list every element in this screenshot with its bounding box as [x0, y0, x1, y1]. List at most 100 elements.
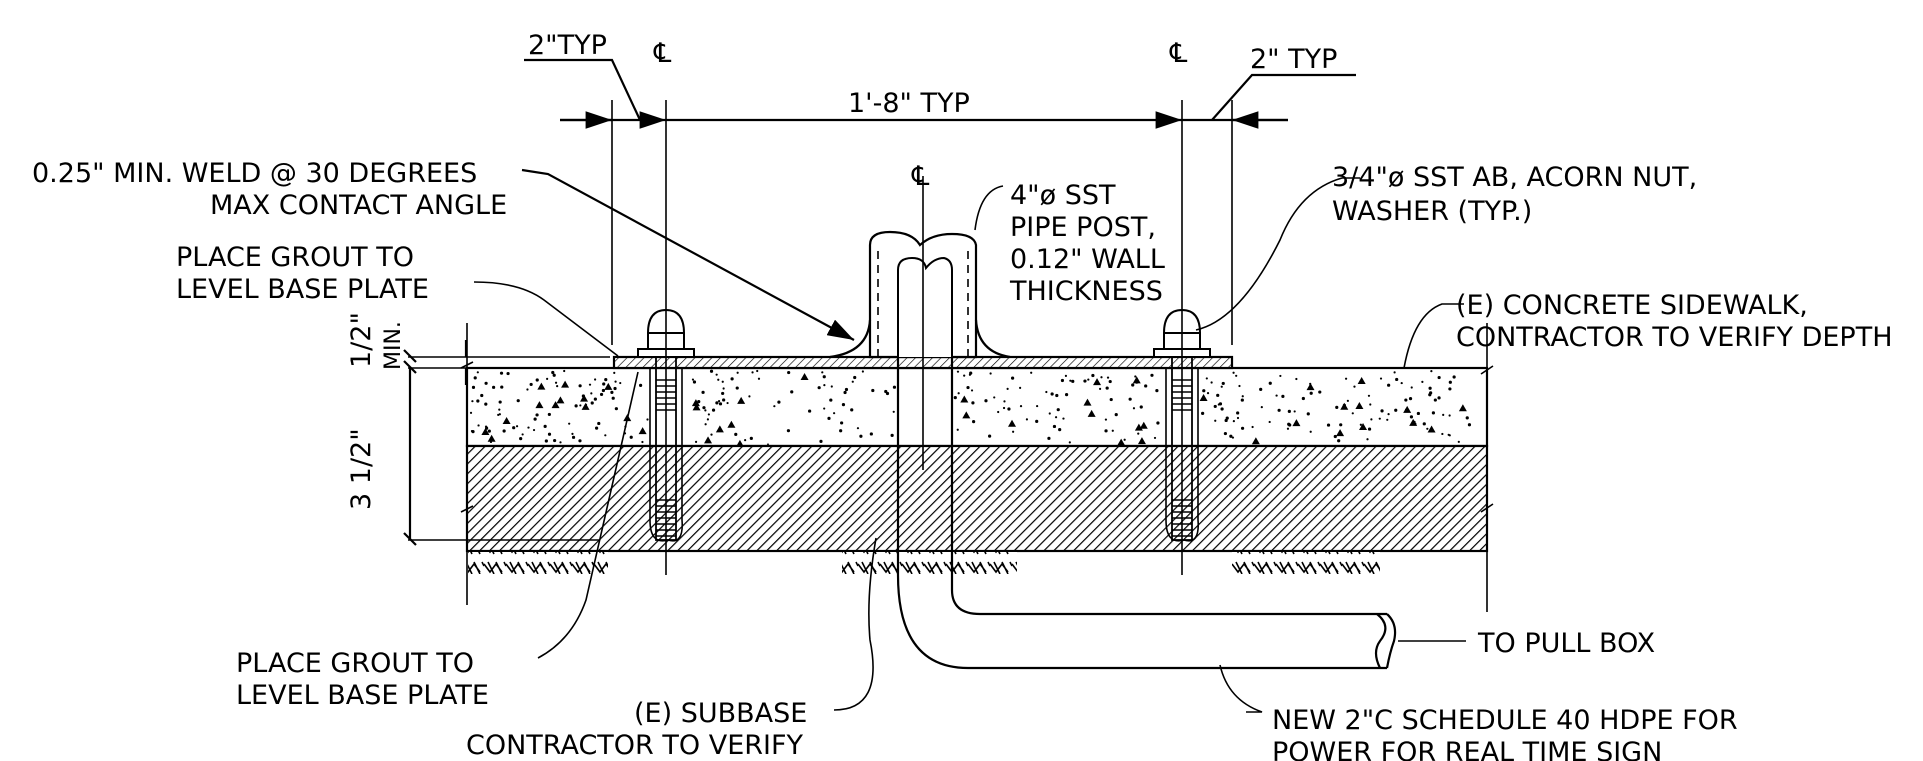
concrete-stipple-mark	[604, 382, 613, 390]
concrete-stipple-mark	[1410, 386, 1413, 389]
concrete-stipple-mark	[610, 390, 614, 394]
concrete-stipple-mark	[1448, 387, 1452, 391]
concrete-stipple-mark	[1395, 377, 1399, 382]
concrete-stipple-mark	[1309, 391, 1313, 395]
concrete-stipple-mark	[808, 409, 812, 413]
concrete-stipple-mark	[485, 426, 489, 430]
concrete-stipple-mark	[1047, 436, 1051, 440]
concrete-stipple-mark	[1357, 376, 1366, 384]
concrete-stipple-mark	[1437, 375, 1441, 380]
concrete-stipple-mark	[1241, 395, 1244, 398]
concrete-stipple-mark	[1287, 409, 1291, 413]
concrete-stipple-mark	[476, 399, 480, 403]
concrete-stipple-mark	[1231, 436, 1235, 439]
concrete-stipple-mark	[722, 398, 726, 402]
sidewalk-note-line-2: CONTRACTOR TO VERIFY DEPTH	[1456, 322, 1893, 353]
concrete-stipple-mark	[715, 401, 719, 405]
concrete-stipple-mark	[1251, 425, 1254, 429]
concrete-stipple-mark	[841, 403, 846, 407]
concrete-stipple-mark	[721, 380, 724, 383]
concrete-stipple-mark	[1404, 408, 1409, 412]
concrete-stipple-mark	[1409, 415, 1414, 419]
concrete-stipple-mark	[1251, 437, 1260, 445]
concrete-stipple-mark	[1007, 407, 1011, 411]
concrete-stipple-mark	[529, 382, 533, 387]
concrete-stipple-mark	[561, 380, 570, 388]
concrete-stipple-mark	[1426, 427, 1429, 430]
concrete-stipple-mark	[1437, 396, 1441, 400]
concrete-stipple-mark	[1111, 429, 1114, 432]
concrete-stipple-mark	[1378, 417, 1381, 420]
concrete-stipple-mark	[469, 411, 473, 414]
concrete-stipple-mark	[498, 408, 501, 411]
concrete-stipple-mark	[1387, 383, 1391, 387]
concrete-stipple-mark	[492, 385, 496, 389]
soil-band-left	[468, 552, 608, 574]
concrete-stipple-mark	[1353, 385, 1356, 388]
concrete-stipple-mark	[1379, 377, 1383, 380]
concrete-stipple-mark	[1370, 418, 1373, 421]
concrete-stipple-mark	[1380, 409, 1384, 413]
concrete-stipple-mark	[722, 387, 725, 390]
concrete-stipple-mark	[1002, 406, 1006, 410]
concrete-stipple-mark	[1221, 381, 1225, 386]
concrete-stipple-mark	[1048, 412, 1051, 415]
concrete-stipple-mark	[1104, 418, 1108, 421]
concrete-stipple-mark	[1128, 397, 1132, 401]
concrete-stipple-mark	[1259, 387, 1263, 391]
concrete-stipple-mark	[1123, 438, 1126, 441]
concrete-stipple-mark	[521, 433, 524, 436]
concrete-stipple-mark	[715, 373, 718, 376]
concrete-stipple-mark	[588, 383, 592, 386]
concrete-stipple-mark	[553, 438, 557, 443]
grout-top-note-line-2: LEVEL BASE PLATE	[176, 274, 429, 305]
concrete-stipple-mark	[727, 420, 736, 428]
concrete-stipple-mark	[1139, 405, 1143, 409]
concrete-stipple-mark	[1442, 413, 1445, 416]
concrete-stipple-mark	[892, 410, 895, 413]
concrete-stipple-mark	[1326, 423, 1331, 427]
concrete-stipple-mark	[581, 402, 590, 410]
concrete-stipple-mark	[646, 418, 649, 421]
concrete-stipple-mark	[1205, 377, 1208, 380]
concrete-stipple-mark	[744, 439, 747, 442]
concrete-stipple-mark	[638, 427, 647, 435]
conduit-note-line-2: POWER FOR REAL TIME SIGN	[1272, 737, 1662, 761]
concrete-stipple-mark	[1240, 398, 1244, 402]
bolt-note-line-1: 3/4"ø SST AB, ACORN NUT,	[1332, 162, 1697, 193]
concrete-stipple-mark	[613, 386, 617, 391]
concrete-stipple-mark	[1342, 403, 1346, 408]
grout-bottom-note-line-1: PLACE GROUT TO	[236, 648, 474, 679]
concrete-stipple-mark	[823, 384, 826, 387]
concrete-stipple-mark	[1367, 427, 1372, 431]
concrete-stipple-mark	[1030, 371, 1033, 374]
soil-band-middle	[842, 552, 1017, 574]
concrete-stipple-mark	[470, 429, 474, 433]
concrete-stipple-mark	[639, 383, 643, 388]
concrete-stipple-mark	[1359, 423, 1362, 426]
hdpe-conduit	[896, 357, 1397, 670]
concrete-stipple-mark	[1153, 436, 1157, 440]
concrete-stipple-mark	[487, 429, 491, 433]
concrete-stipple-mark	[1025, 418, 1029, 421]
concrete-stipple-mark	[1134, 375, 1137, 378]
concrete-stipple-mark	[1232, 371, 1235, 374]
concrete-stipple-mark	[601, 388, 606, 393]
concrete-stipple-mark	[704, 409, 707, 412]
concrete-stipple-mark	[595, 426, 599, 430]
concrete-stipple-mark	[956, 428, 959, 431]
concrete-stipple-mark	[1400, 381, 1403, 385]
concrete-stipple-mark	[856, 427, 860, 430]
concrete-stipple-mark	[736, 371, 739, 374]
concrete-stipple-mark	[1150, 373, 1154, 377]
concrete-stipple-mark	[477, 424, 480, 427]
concrete-stipple-mark	[1413, 422, 1417, 426]
concrete-stipple-mark	[1416, 411, 1420, 416]
concrete-stipple-mark	[581, 394, 585, 398]
subbase-note-line-1: (E) SUBBASE	[634, 698, 807, 729]
concrete-stipple-mark	[1214, 419, 1217, 422]
concrete-stipple-mark	[1139, 421, 1148, 429]
concrete-stipple-mark	[1087, 409, 1096, 417]
pipe-note-line-4: THICKNESS	[1009, 276, 1163, 307]
concrete-stipple-mark	[1275, 394, 1278, 397]
